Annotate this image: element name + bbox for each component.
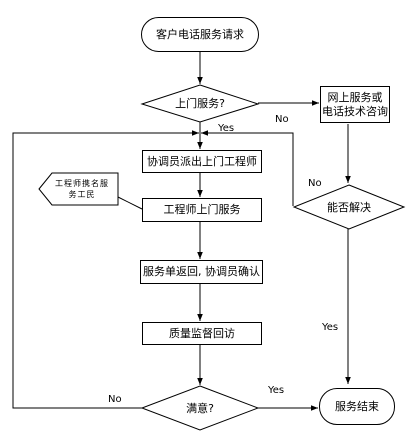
dispatch-engineer-node: 协调员派出上门工程师	[142, 150, 262, 173]
online-support-node: 网上服务或 电话技术咨询	[320, 86, 390, 123]
decision-resolve-shape	[292, 184, 406, 230]
decision-satisfied-shape	[140, 385, 260, 431]
label-onsite-yes: Yes	[218, 123, 235, 134]
label-satisfied-yes: Yes	[268, 385, 285, 396]
end-node: 服务结束	[319, 388, 395, 425]
quality-visit-node: 质量监督回访	[142, 322, 262, 345]
start-node: 客户电话服务请求	[141, 17, 259, 52]
return-confirm-node: 服务单返回, 协调员确认	[140, 260, 263, 284]
label-resolve-no: No	[308, 178, 322, 189]
edge-satisfied-no	[12, 130, 199, 409]
ticket-hexagon-label: 工程师携名服 务工民	[55, 179, 109, 199]
label-satisfied-no: No	[108, 394, 122, 405]
decision-resolve-label: 能否解决	[327, 200, 371, 214]
label-resolve-yes: Yes	[322, 322, 339, 333]
decision-onsite-shape	[140, 84, 260, 123]
decision-satisfied-label: 满意?	[186, 401, 214, 415]
label-onsite-no: No	[275, 114, 289, 125]
engineer-visit-node: 工程师上门服务	[142, 198, 262, 222]
ticket-hexagon-shape	[38, 172, 119, 206]
decision-onsite-label: 上门服务?	[175, 96, 225, 110]
edge-resolve-no	[201, 130, 294, 206]
edge-ticket-to-visit	[117, 196, 143, 210]
